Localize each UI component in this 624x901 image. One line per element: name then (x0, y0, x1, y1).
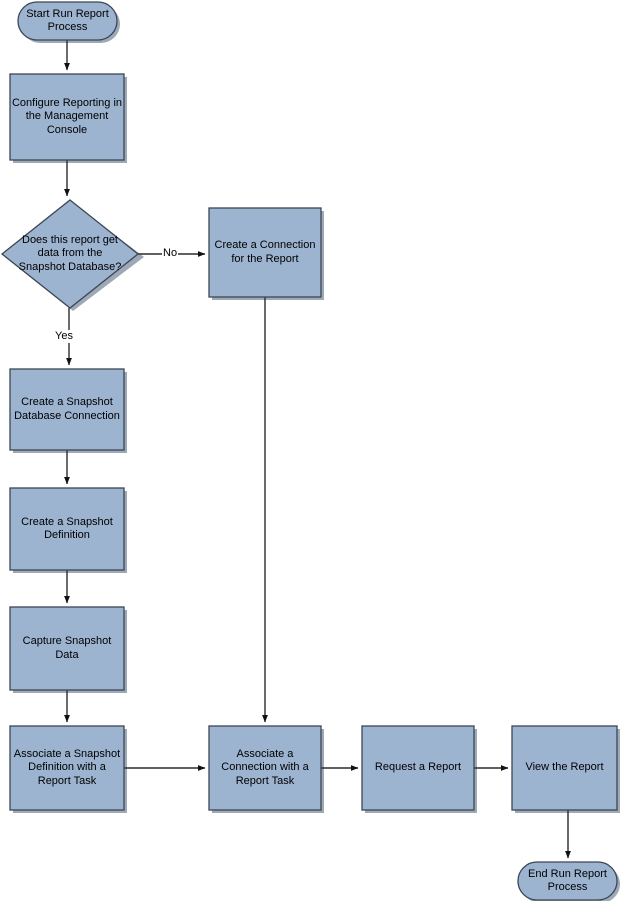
node-create-snapshot-definition-shape (9, 487, 125, 571)
node-capture-snapshot-data[interactable] (10, 607, 124, 690)
edges (63, 40, 571, 859)
node-request-report[interactable] (362, 726, 474, 810)
node-start-shape (17, 1, 118, 41)
node-view-report[interactable] (512, 726, 617, 810)
node-configure-reporting[interactable] (10, 74, 124, 160)
node-create-snapshot-definition[interactable] (10, 488, 124, 570)
node-end[interactable] (518, 862, 617, 900)
node-associate-snapshot-definition[interactable] (10, 726, 124, 810)
node-snapshot-decision[interactable] (2, 200, 138, 308)
node-request-report-shape (361, 725, 475, 811)
node-capture-snapshot-data-shape (9, 606, 125, 691)
node-create-snapshot-db-connection-shape (9, 368, 125, 451)
node-end-shape (517, 861, 618, 901)
node-associate-connection-shape (208, 725, 322, 811)
edge-label-no: No (162, 247, 179, 260)
node-configure-reporting-shape (9, 73, 125, 161)
node-create-snapshot-db-connection[interactable] (10, 369, 124, 450)
node-create-connection-report-shape (208, 207, 322, 298)
node-snapshot-decision-shape (0, 199, 140, 309)
node-view-report-shape (511, 725, 618, 811)
node-create-connection-report[interactable] (209, 208, 321, 297)
node-associate-snapshot-definition-shape (9, 725, 125, 811)
node-associate-connection[interactable] (209, 726, 321, 810)
node-start[interactable] (18, 2, 117, 40)
edge-label-yes: Yes (54, 330, 74, 343)
